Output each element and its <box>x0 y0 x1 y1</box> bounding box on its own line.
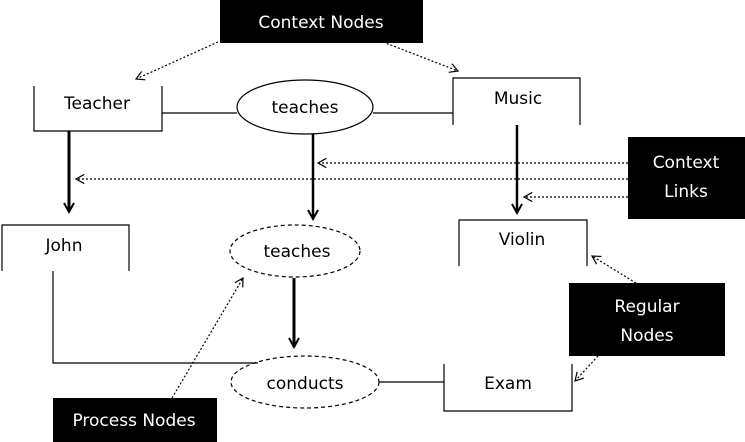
dotted-arrow-context-teacher <box>134 41 219 81</box>
process-nodes-label: Process Nodes <box>72 411 195 431</box>
dotted-arrow-regular-exam <box>574 355 599 382</box>
node-teacher: Teacher <box>33 86 163 132</box>
node-conducts-label: conducts <box>267 374 344 394</box>
context-links-label-line2: Links <box>664 182 708 202</box>
node-john-label: John <box>45 236 83 256</box>
node-exam: Exam <box>443 364 573 412</box>
node-music: Music <box>452 77 581 125</box>
context-links-label-line1: Context <box>653 153 720 173</box>
node-violin-label: Violin <box>499 230 546 250</box>
node-conducts: conducts <box>230 355 380 409</box>
node-exam-label: Exam <box>484 374 532 394</box>
dotted-arrow-context-music <box>382 41 460 73</box>
node-music-label: Music <box>494 89 542 109</box>
node-john: John <box>1 224 130 271</box>
node-teaches-process: teaches <box>229 224 361 278</box>
context-links-callout: Context Links <box>628 137 745 219</box>
node-teaches-context: teaches <box>236 79 374 135</box>
node-teaches-context-label: teaches <box>272 98 339 118</box>
regular-nodes-label-line2: Nodes <box>620 326 673 346</box>
dotted-arrow-process-teaches <box>171 276 244 399</box>
dotted-arrow-regular-violin <box>590 255 637 284</box>
node-teaches-process-label: teaches <box>264 242 331 262</box>
process-nodes-callout: Process Nodes <box>53 398 217 442</box>
node-violin: Violin <box>458 219 588 266</box>
context-nodes-label: Context Nodes <box>258 13 383 33</box>
context-nodes-callout: Context Nodes <box>220 0 423 43</box>
regular-nodes-callout: Regular Nodes <box>569 283 725 356</box>
node-teacher-label: Teacher <box>63 94 130 114</box>
regular-nodes-label-line1: Regular <box>614 297 679 317</box>
edge-john-conducts <box>52 271 258 364</box>
